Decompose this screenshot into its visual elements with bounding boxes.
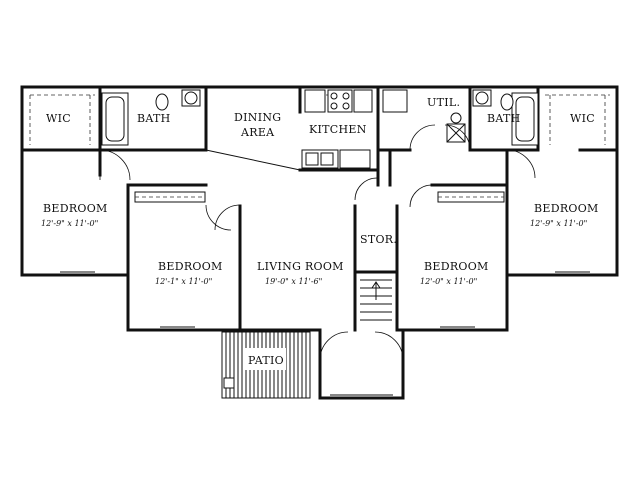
door-swings [99,124,536,361]
room-label-util: UTIL. [427,96,460,109]
room-label-wic-right: WIC [570,112,595,125]
exterior-walls [20,85,619,400]
room-label-dining-line1: DINING [234,111,281,124]
room-dims-bedroom-1: 12'-9" x 11'-0" [41,219,98,228]
room-label-bedroom-2: BEDROOM [158,260,223,273]
room-label-wic-left: WIC [46,112,71,125]
room-dims-bedroom-4: 12'-9" x 11'-0" [530,219,587,228]
interior-walls [20,85,619,332]
kitchen-fixtures [301,89,466,169]
room-label-patio: PATIO [248,354,284,367]
room-label-stor: STOR. [360,233,397,246]
room-label-bedroom-1: BEDROOM [43,202,108,215]
room-label-bath-left: BATH [137,112,171,125]
room-dims-bedroom-2: 12'-1" x 11'-0" [155,277,212,286]
bath-fixtures [101,89,539,146]
windows [60,271,590,396]
room-dims-living-room: 19'-0" x 11'-6" [265,277,322,286]
stairs [360,279,392,321]
room-label-kitchen: KITCHEN [309,123,367,136]
room-label-bath-right: BATH [487,112,521,125]
room-dims-bedroom-3: 12'-0" x 11'-0" [420,277,477,286]
room-label-dining-line2: AREA [240,126,275,139]
room-label-bedroom-4: BEDROOM [534,202,599,215]
room-label-bedroom-3: BEDROOM [424,260,489,273]
patio-deck [221,331,311,399]
room-label-living-room: LIVING ROOM [257,260,344,273]
room-labels: WIC BATH DINING AREA KITCHEN UTIL. BATH … [41,96,599,367]
